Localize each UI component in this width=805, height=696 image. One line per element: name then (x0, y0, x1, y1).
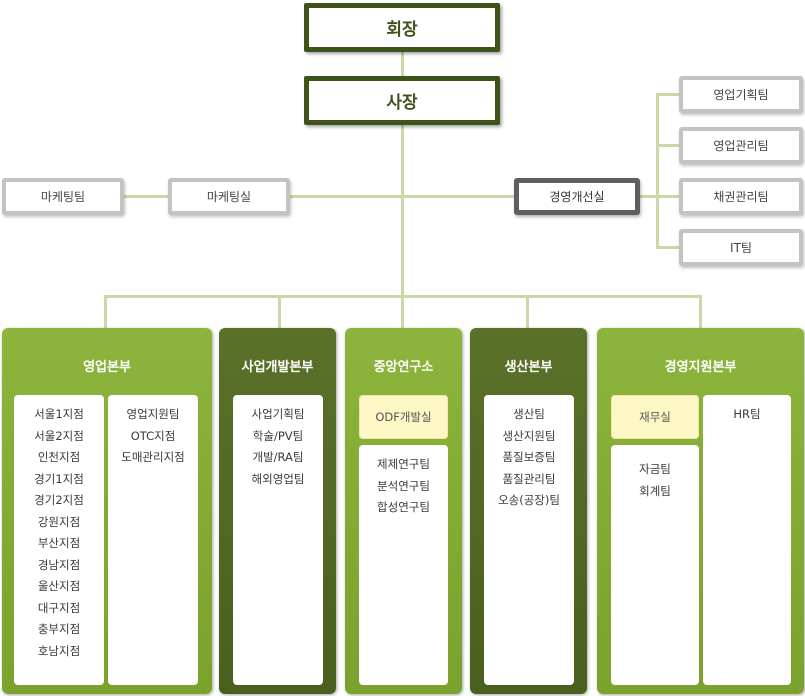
chairman-box: 회장 (304, 3, 500, 52)
list-item: 분석연구팀 (377, 478, 430, 493)
division-sales-panel: 영업본부 서울1지점 서울2지점 인천지점 경기1지점 경기2지점 강원지점 부… (2, 328, 212, 694)
connector-chairman-president (401, 52, 404, 76)
connector-div-3 (401, 295, 404, 329)
finance-office-box: 재무실 (611, 395, 699, 439)
list-item: 충부지점 (37, 622, 81, 636)
right-team-box-2: 영업관리팀 (679, 127, 803, 164)
marketing-team-box: 마케팅팀 (2, 178, 124, 215)
list-item: OTC지점 (130, 428, 176, 443)
list-item: 품질보증팀 (502, 450, 556, 464)
connector-div-2 (278, 295, 281, 329)
list-item: 서울1지점 (34, 407, 84, 421)
production-list: 생산팀 생산지원팀 품질보증팀 품질관리팀 오송(공장)팀 (484, 395, 574, 685)
division-research-panel: 중앙연구소 ODF개발실 제제연구팀 분석연구팀 합성연구팀 (345, 328, 462, 694)
connector-right-teams-stub (640, 195, 658, 198)
list-item: 생산팀 (513, 407, 545, 421)
division-mgmt-support-panel: 경영지원본부 재무실 자금팀 회계팀 HR팀 (597, 328, 804, 694)
list-item: HR팀 (733, 407, 761, 421)
connector-left-branch (124, 195, 516, 198)
list-item: 경기2지점 (34, 493, 84, 507)
marketing-office-box: 마케팅실 (168, 178, 290, 215)
list-item: 회계팀 (639, 483, 671, 498)
sales-support-list: 영업지원팀 OTC지점 도매관리지점 (108, 395, 198, 685)
connector-div-4 (526, 295, 529, 329)
list-item: 대구지점 (37, 600, 81, 615)
list-item: 경기1지점 (34, 471, 84, 486)
list-item: 사업기획팀 (251, 407, 305, 421)
mgmt-improvement-box: 경영개선실 (514, 178, 640, 215)
list-item: 울산지점 (37, 579, 81, 593)
hr-list: HR팀 (703, 395, 791, 685)
odf-lab-box: ODF개발실 (359, 395, 448, 439)
connector-right-teams-vertical (656, 93, 659, 249)
division-title: 생산본부 (504, 360, 553, 375)
list-item: 호남지점 (37, 643, 81, 658)
connector-main-trunk (401, 124, 404, 298)
list-item: 강원지점 (37, 514, 81, 529)
research-list: 제제연구팀 분석연구팀 합성연구팀 (359, 445, 448, 685)
list-item: 서울2지점 (34, 428, 84, 443)
finance-list: 자금팀 회계팀 (611, 445, 699, 685)
list-item: 자금팀 (639, 462, 671, 476)
bizdev-list: 사업기획팀 학술/PV팀 개발/RA팀 해외영업팀 (233, 395, 323, 685)
list-item: 품질관리팀 (502, 471, 556, 486)
connector-team-4 (656, 246, 680, 249)
connector-team-2 (656, 144, 680, 147)
division-production-panel: 생산본부 생산팀 생산지원팀 품질보증팀 품질관리팀 오송(공장)팀 (470, 328, 587, 694)
list-item: 제제연구팀 (377, 457, 430, 471)
connector-right-branch (403, 195, 515, 198)
list-item: 부산지점 (37, 536, 81, 550)
division-title: 영업본부 (83, 360, 131, 375)
division-title: 사업개발본부 (241, 360, 314, 375)
right-team-box-4: IT팀 (679, 229, 803, 266)
connector-div-5 (699, 295, 702, 329)
connector-team-1 (656, 93, 680, 96)
division-title: 중앙연구소 (373, 360, 434, 375)
right-team-box-3: 채권관리팀 (679, 178, 803, 215)
list-item: 생산지원팀 (502, 428, 556, 443)
list-item: 도매관리지점 (121, 450, 185, 464)
list-item: 영업지원팀 (126, 407, 180, 421)
list-item: 개발/RA팀 (252, 450, 304, 464)
list-item: 학술/PV팀 (252, 428, 304, 443)
list-item: 인천지점 (37, 450, 81, 464)
connector-team-3 (656, 195, 680, 198)
list-item: 합성연구팀 (377, 500, 430, 514)
list-item: 경남지점 (37, 557, 81, 572)
president-box: 사장 (304, 76, 500, 125)
list-item: 오송(공장)팀 (498, 493, 560, 507)
division-title: 경영지원본부 (664, 360, 737, 375)
branch-list: 서울1지점 서울2지점 인천지점 경기1지점 경기2지점 강원지점 부산지점 경… (14, 395, 104, 685)
connector-div-1 (104, 295, 107, 329)
right-team-box-1: 영업기획팀 (679, 76, 803, 113)
list-item: 해외영업팀 (251, 471, 305, 486)
division-bizdev-panel: 사업개발본부 사업기획팀 학술/PV팀 개발/RA팀 해외영업팀 (219, 328, 336, 694)
